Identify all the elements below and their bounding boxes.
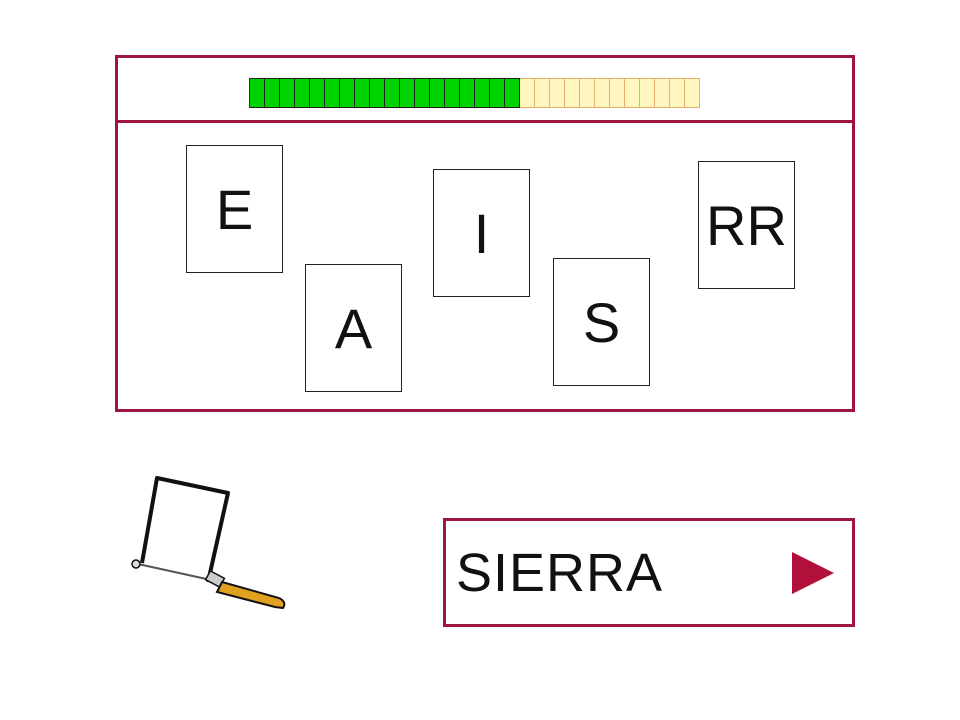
progress-segment bbox=[505, 78, 520, 108]
letter-card-label: A bbox=[334, 296, 373, 360]
progress-segment bbox=[265, 78, 280, 108]
progress-segment bbox=[685, 78, 700, 108]
progress-segment bbox=[520, 78, 535, 108]
progress-segment bbox=[385, 78, 400, 108]
progress-bar bbox=[249, 78, 700, 108]
progress-segment bbox=[655, 78, 670, 108]
progress-segment bbox=[670, 78, 685, 108]
progress-segment bbox=[565, 78, 580, 108]
progress-segment bbox=[415, 78, 430, 108]
progress-segment bbox=[595, 78, 610, 108]
letter-card-rr[interactable]: RR bbox=[698, 161, 795, 289]
play-arrow-icon bbox=[792, 551, 834, 594]
answer-word: SIERRA bbox=[456, 542, 664, 603]
letter-card-e[interactable]: E bbox=[186, 145, 283, 273]
progress-segment bbox=[445, 78, 460, 108]
progress-segment bbox=[400, 78, 415, 108]
letter-card-label: S bbox=[582, 290, 621, 354]
progress-segment bbox=[295, 78, 310, 108]
progress-segment bbox=[580, 78, 595, 108]
progress-segment bbox=[535, 78, 550, 108]
progress-segment bbox=[550, 78, 565, 108]
next-button[interactable] bbox=[788, 548, 838, 598]
progress-segment bbox=[325, 78, 340, 108]
progress-segment bbox=[430, 78, 445, 108]
letter-card-a[interactable]: A bbox=[305, 264, 402, 392]
progress-segment bbox=[310, 78, 325, 108]
letter-card-label: RR bbox=[706, 193, 787, 257]
progress-segment bbox=[640, 78, 655, 108]
progress-segment bbox=[280, 78, 295, 108]
board-divider bbox=[118, 120, 852, 123]
progress-segment bbox=[610, 78, 625, 108]
progress-segment bbox=[490, 78, 505, 108]
progress-segment bbox=[460, 78, 475, 108]
letter-card-label: E bbox=[215, 177, 254, 241]
progress-segment bbox=[475, 78, 490, 108]
game-board: E A I S RR bbox=[115, 55, 855, 412]
fretsaw-icon bbox=[131, 476, 286, 610]
answer-box: SIERRA bbox=[443, 518, 855, 627]
progress-segment bbox=[340, 78, 355, 108]
letter-card-s[interactable]: S bbox=[553, 258, 650, 386]
letter-card-label: I bbox=[473, 201, 490, 265]
progress-segment bbox=[370, 78, 385, 108]
progress-segment bbox=[625, 78, 640, 108]
letter-card-i[interactable]: I bbox=[433, 169, 530, 297]
progress-segment bbox=[355, 78, 370, 108]
progress-segment bbox=[250, 78, 265, 108]
